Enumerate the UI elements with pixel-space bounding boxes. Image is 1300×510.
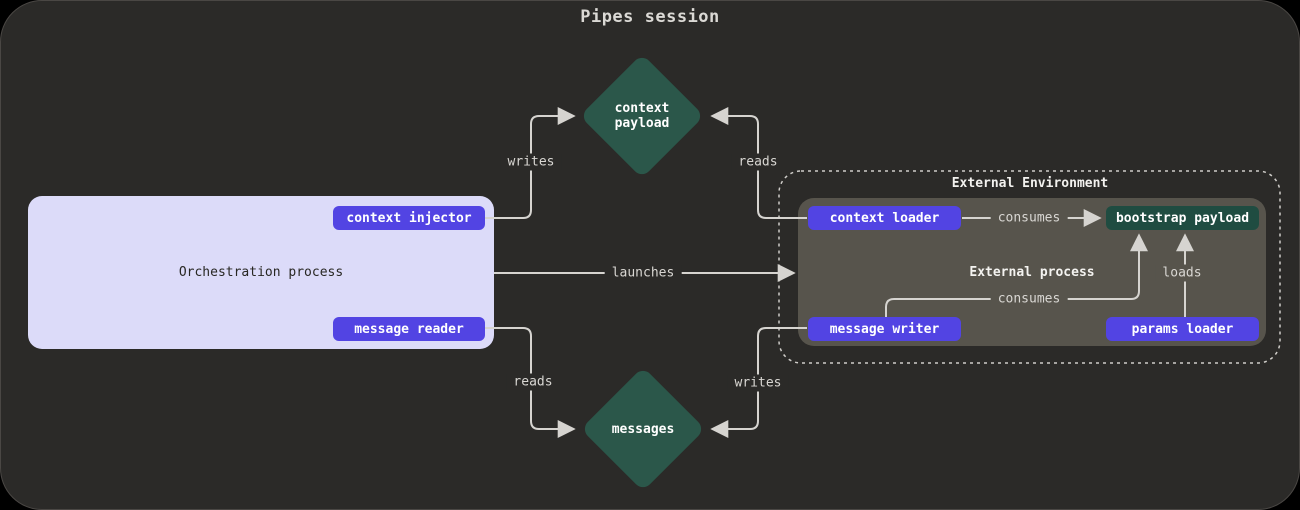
- context-payload-label: context payload: [614, 101, 670, 131]
- edge-label-writer-consumes: consumes: [990, 290, 1068, 308]
- messages-node: messages: [580, 366, 706, 492]
- message-reader-node: message reader: [333, 317, 485, 341]
- bootstrap-payload-node: bootstrap payload: [1106, 206, 1259, 230]
- context-injector-node: context injector: [333, 206, 485, 230]
- messages-label: messages: [611, 421, 675, 437]
- orchestration-process-label: Orchestration process: [178, 265, 344, 280]
- edge-label-reader-reads: reads: [506, 373, 560, 391]
- edge-label-launches: launches: [604, 264, 682, 282]
- edge-label-params-loads: loads: [1155, 264, 1209, 282]
- external-environment-label: External Environment: [951, 176, 1109, 191]
- edge-label-loader-reads: reads: [731, 153, 785, 171]
- edge-label-writer-writes: writes: [727, 374, 789, 392]
- diagram-title: Pipes session: [580, 7, 720, 27]
- message-writer-node: message writer: [808, 317, 961, 341]
- context-payload-node: context payload: [579, 53, 705, 179]
- edge-label-injector-writes: writes: [500, 153, 562, 171]
- params-loader-node: params loader: [1106, 317, 1259, 341]
- edge-label-loader-consumes: consumes: [990, 209, 1068, 227]
- context-loader-node: context loader: [808, 206, 961, 230]
